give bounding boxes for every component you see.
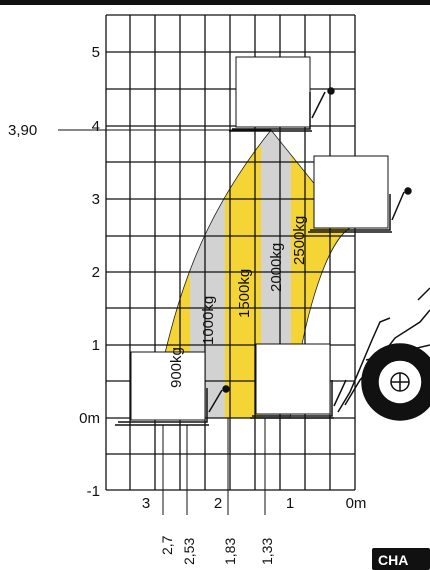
zone-label-1000kg: 1000kg bbox=[200, 296, 217, 345]
x-tick-1: 1 bbox=[286, 495, 294, 512]
y-tick-4: 4 bbox=[92, 118, 100, 135]
zone-label-2500kg: 2500kg bbox=[291, 216, 308, 265]
y-tick-1: 1 bbox=[92, 337, 100, 354]
reach-label-2-53: 2,53 bbox=[181, 538, 197, 565]
y-tick-2: 2 bbox=[92, 264, 100, 281]
badge-text: CHA bbox=[378, 552, 408, 568]
load-box-right bbox=[313, 155, 389, 229]
reach-label-1-33: 1,33 bbox=[259, 538, 275, 565]
load-box-bottom bbox=[255, 343, 331, 415]
reach-label-2-7: 2,7 bbox=[159, 535, 175, 555]
y-tick-minus-1: -1 bbox=[87, 483, 100, 500]
top-border bbox=[0, 0, 430, 5]
badge-background bbox=[372, 548, 430, 570]
zone-label-2000kg: 2000kg bbox=[268, 243, 285, 292]
x-tick-0m: 0m bbox=[346, 495, 367, 512]
load-box-left bbox=[130, 351, 206, 421]
load-box-top bbox=[235, 56, 311, 128]
x-tick-3: 3 bbox=[142, 495, 150, 512]
zone-label-900kg: 900kg bbox=[168, 347, 185, 388]
max-height-label: 3,90 bbox=[8, 122, 37, 139]
y-tick-5: 5 bbox=[92, 44, 100, 61]
y-tick-0m: 0m bbox=[79, 410, 100, 427]
telehandler-machine bbox=[337, 287, 430, 421]
loads bbox=[130, 56, 389, 421]
zone-label-1500kg: 1500kg bbox=[236, 269, 253, 318]
y-tick-3: 3 bbox=[92, 191, 100, 208]
reach-ticks bbox=[162, 418, 266, 515]
reach-label-1-83: 1,83 bbox=[222, 538, 238, 565]
forks bbox=[115, 87, 412, 426]
x-tick-2: 2 bbox=[214, 495, 222, 512]
